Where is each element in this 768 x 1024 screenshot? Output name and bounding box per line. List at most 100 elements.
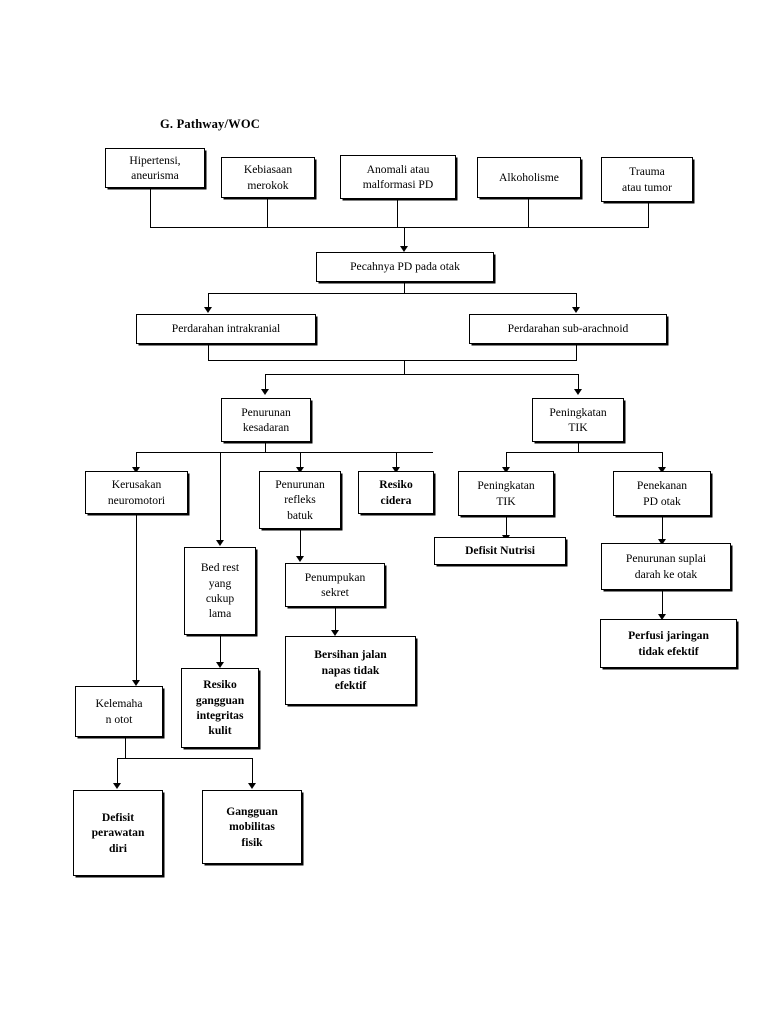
edge-neuromotori-to-kelemahan: [136, 514, 138, 682]
edge-kesadaran-fan-bar: [136, 452, 433, 454]
arrowhead-to-penurunan-kesadaran: [261, 389, 269, 395]
edge-to-peningkatan-tik-level5: [506, 452, 508, 469]
node-label: Alkoholisme: [499, 170, 559, 184]
arrowhead-to-bersihan-jalan-napas: [331, 630, 339, 636]
arrowhead-to-peningkatan-tik: [574, 389, 582, 395]
edge-anomali-to-bus: [397, 199, 399, 227]
edge-to-subarachnoid: [576, 293, 578, 309]
edge-merge-stem: [404, 360, 406, 375]
edge-kesadaran-stem: [265, 442, 267, 453]
edge-to-defisit-perawatan-diri: [117, 758, 119, 785]
arrowhead-to-kerusakan-neuromotori: [132, 467, 140, 473]
edge-intrakranial-down: [208, 344, 210, 361]
edge-tik5-to-defisit-nutrisi: [506, 516, 508, 537]
page-title: G. Pathway/WOC: [160, 117, 261, 131]
edge-to-bed-rest: [220, 452, 222, 542]
arrowhead-to-kelemahan-otot: [132, 680, 140, 686]
arrowhead-to-bed-rest: [216, 540, 224, 546]
node-alkoholisme: Alkoholisme: [477, 157, 581, 198]
arrowhead-to-perfusi-jaringan: [658, 614, 666, 620]
arrowhead-to-penurunan-refleks-batuk: [296, 467, 304, 473]
edge-to-penurunan-kesadaran: [265, 374, 267, 391]
node-hipertensi-aneurisma: Hipertensi,aneurisma: [105, 148, 205, 188]
node-label: Defisit Nutrisi: [465, 544, 535, 558]
arrowhead-to-penurunan-suplai: [658, 539, 666, 545]
edge-trauma-to-bus: [648, 202, 650, 227]
edge-pecahnya-split-bar: [208, 293, 577, 295]
node-defisit-nutrisi: Defisit Nutrisi: [434, 537, 566, 565]
edge-hipertensi-to-bus: [150, 188, 152, 227]
edge-pecahnya-stem: [404, 282, 406, 294]
edge-merge-bar: [208, 360, 577, 362]
edge-kelemahan-stem: [125, 737, 127, 759]
arrowhead-to-gangguan-mobilitas-fisik: [248, 783, 256, 789]
edge-penekanan-to-penurunan-suplai: [662, 516, 664, 541]
node-pecahnya-pd-pada-otak: Pecahnya PD pada otak: [316, 252, 494, 282]
arrowhead-to-peningkatan-tik-level5: [502, 467, 510, 473]
edge-to-peningkatan-tik: [578, 374, 580, 391]
edge-to-gangguan-mobilitas-fisik: [252, 758, 254, 785]
edge-to-intrakranial: [208, 293, 210, 309]
edge-bedrest-to-resiko-gangguan: [220, 635, 222, 664]
arrowhead-to-intrakranial: [204, 307, 212, 313]
node-perdarahan-intrakranial: Perdarahan intrakranial: [136, 314, 316, 344]
arrowhead-to-subarachnoid: [572, 307, 580, 313]
node-label: Pecahnya PD pada otak: [350, 260, 460, 274]
arrowhead-to-defisit-perawatan-diri: [113, 783, 121, 789]
node-label: Perdarahan intrakranial: [171, 322, 281, 336]
edge-merokok-to-bus: [267, 198, 269, 227]
edge-to-kerusakan-neuromotori: [136, 452, 138, 469]
arrowhead-to-resiko-gangguan: [216, 662, 224, 668]
edge-to-penurunan-refleks-batuk: [300, 452, 302, 469]
edge-subarachnoid-down: [576, 344, 578, 361]
edge-kelemahan-fan-bar: [117, 758, 253, 760]
edge-batuk-to-penumpukan: [300, 529, 302, 558]
node-perdarahan-sub-arachnoid: Perdarahan sub-arachnoid: [469, 314, 667, 344]
arrowhead-to-penekanan-pd-otak: [658, 467, 666, 473]
edge-tik-fan-bar: [506, 452, 663, 454]
edge-bus-to-pecahnya: [404, 227, 406, 249]
edge-to-penekanan-pd-otak: [662, 452, 664, 469]
edge-split-bar-level4: [265, 374, 579, 376]
edge-to-resiko-cidera: [396, 452, 398, 469]
edge-suplai-to-perfusi: [662, 590, 664, 616]
edge-penumpukan-to-bersihan: [335, 607, 337, 632]
edge-alkoholisme-to-bus: [528, 198, 530, 227]
arrowhead-to-resiko-cidera: [392, 467, 400, 473]
